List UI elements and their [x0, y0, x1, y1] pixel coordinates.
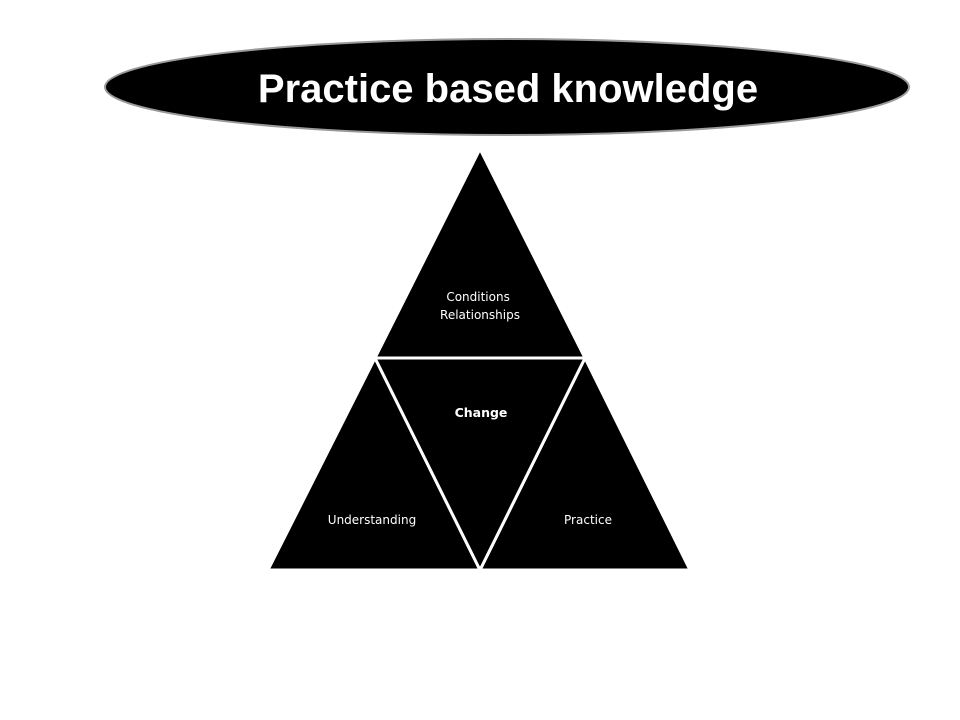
triangle-right-label: Practice: [564, 513, 612, 527]
triangle-center: [372, 356, 588, 574]
triangle-top-label-line2: Relationships: [440, 308, 520, 322]
triangle-top-label: Conditions Relationships: [440, 290, 520, 322]
title-banner: Practice based knowledge: [104, 38, 910, 136]
triangle-center-label: Change: [455, 405, 508, 420]
triangle-left-label: Understanding: [328, 513, 416, 527]
triangle-top-label-line1: Conditions: [446, 290, 510, 304]
page-title: Practice based knowledge: [258, 67, 758, 111]
triangle-diagram: Conditions Relationships Change Understa…: [265, 145, 693, 574]
title-ellipse: [104, 38, 910, 136]
triangle-top: [372, 145, 588, 360]
